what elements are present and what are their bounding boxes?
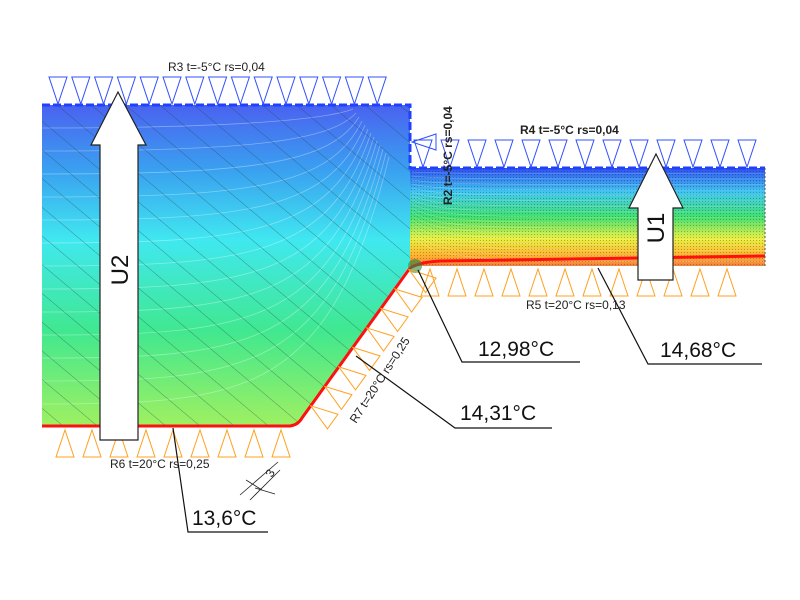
boundary-triangle-icon xyxy=(337,365,367,391)
boundary-triangle-icon xyxy=(683,139,703,169)
u2-arrow xyxy=(90,90,147,441)
boundary-triangle-icon xyxy=(163,428,183,458)
boundary-triangle-icon xyxy=(344,76,365,106)
boundary-triangle-icon xyxy=(710,139,730,169)
r2-label: R2 t=-5°C rs=0,04 xyxy=(441,106,455,205)
boundary-triangle-icon xyxy=(244,428,264,458)
boundary-triangle-icon xyxy=(217,428,237,458)
dimension-marker xyxy=(239,461,281,501)
boundary-triangle-icon xyxy=(55,428,75,458)
boundary-triangle-icon xyxy=(447,267,467,297)
boundary-triangle-icon xyxy=(253,76,273,106)
callout-lines xyxy=(172,267,762,533)
boundary-triangle-icon xyxy=(717,267,737,297)
temp-callout-slope: 14,31°C xyxy=(460,402,536,425)
boundary-triangle-icon xyxy=(162,76,182,106)
boundary-triangle-icon xyxy=(367,76,387,106)
boundary-triangle-icon xyxy=(321,76,342,106)
cold-boundary xyxy=(42,103,765,170)
r5-label: R5 t=20°C rs=0,13 xyxy=(526,298,626,312)
boundary-triangle-icon xyxy=(185,76,205,106)
boundary-triangle-icon xyxy=(93,76,114,106)
boundary-triangle-icon xyxy=(82,428,102,458)
boundary-triangle-icon xyxy=(494,139,514,169)
boundary-triangle-icon xyxy=(663,267,683,297)
boundary-triangle-icon xyxy=(139,76,159,106)
boundary-triangle-icon xyxy=(413,139,433,169)
temp-callout-corner: 12,98°C xyxy=(478,338,554,361)
boundary-triangle-icon xyxy=(190,428,210,458)
r4-label: R4 t=-5°C rs=0,04 xyxy=(520,123,619,137)
boundary-triangle-icon xyxy=(501,267,521,297)
boundary-triangle-icon xyxy=(299,76,319,106)
temp-callout-bottom: 13,6°C xyxy=(192,507,256,530)
boundary-triangle-icon xyxy=(230,76,251,106)
boundary-triangle-icon xyxy=(602,139,622,169)
boundary-triangle-icon xyxy=(636,267,656,297)
boundary-triangle-icon xyxy=(379,307,409,333)
u2-label: U2 xyxy=(107,255,134,286)
boundary-triangle-icon xyxy=(474,267,494,297)
boundary-triangle-icon xyxy=(410,133,437,151)
boundary-triangle-icon xyxy=(467,139,487,169)
boundary-triangle-icon xyxy=(737,139,757,169)
boundary-triangle-icon xyxy=(351,346,381,372)
boundary-triangle-icon xyxy=(548,139,568,169)
boundary-triangle-icon xyxy=(407,268,437,294)
boundary-triangle-icon xyxy=(48,76,68,106)
r6-label: R6 t=20°C rs=0,25 xyxy=(110,457,210,471)
boundary-triangle-icon xyxy=(521,139,541,169)
boundary-triangle-icon xyxy=(71,76,91,106)
boundary-triangle-icon xyxy=(109,428,129,458)
boundary-triangle-icon xyxy=(365,326,395,352)
boundary-triangle-icon xyxy=(309,404,339,430)
boundary-triangle-icon xyxy=(629,139,649,169)
boundary-triangle-icon xyxy=(276,76,296,106)
warm-surface-line xyxy=(42,254,766,428)
boundary-triangle-icon xyxy=(555,267,575,297)
boundary-triangle-icon xyxy=(690,267,710,297)
boundary-triangle-icon xyxy=(207,76,228,106)
u1-label: U1 xyxy=(643,213,670,244)
boundary-triangle-icon xyxy=(393,288,423,313)
boundary-triangle-icon xyxy=(440,139,460,169)
boundary-triangle-icon xyxy=(528,267,548,297)
boundary-triangle-icon xyxy=(582,267,602,297)
boundary-triangle-icon xyxy=(116,76,137,106)
corner-marker xyxy=(408,259,422,273)
boundary-triangle-icon xyxy=(323,385,353,411)
temp-callout-right: 14,68°C xyxy=(660,339,736,362)
boundary-triangle-icon xyxy=(136,428,156,458)
u1-arrow xyxy=(628,152,684,281)
boundary-triangle-icon xyxy=(271,428,291,458)
r3-label: R3 t=-5°C rs=0,04 xyxy=(168,60,265,74)
hatching xyxy=(42,105,410,427)
boundary-triangle-icon xyxy=(575,139,595,169)
r7-label: R7 t=20°C rs=0,25 xyxy=(347,334,413,425)
boundary-triangle-icon xyxy=(609,267,629,297)
boundary-triangle-icon xyxy=(656,139,676,169)
